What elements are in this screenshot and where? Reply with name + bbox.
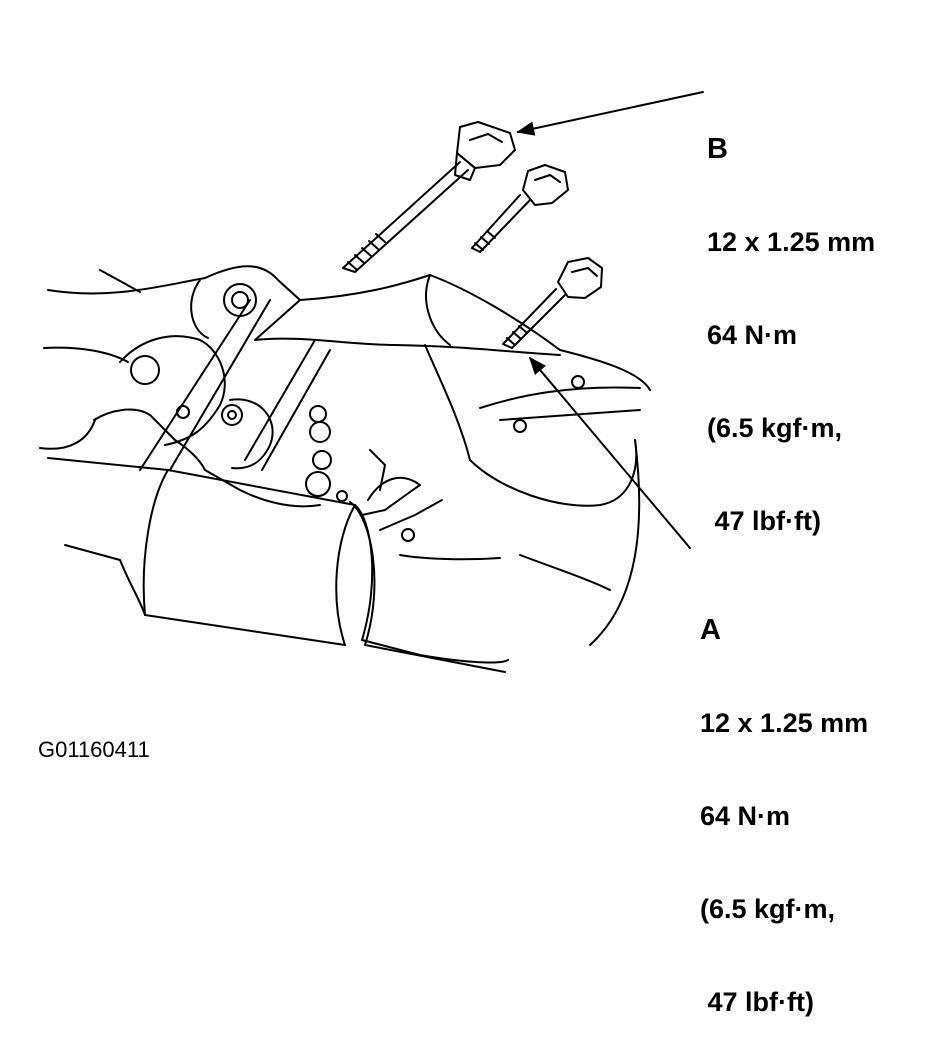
callout-a-size: 12 x 1.25 mm xyxy=(700,708,869,738)
callout-b-torque-lbf: 47 lbf·ft) xyxy=(707,506,822,536)
callout-b: B 12 x 1.25 mm 64 N·m (6.5 kgf·m, 47 lbf… xyxy=(707,72,875,568)
subframe xyxy=(39,265,651,646)
bolt-a xyxy=(502,257,603,349)
leader-arrow-a xyxy=(528,356,691,549)
bolt-middle xyxy=(471,164,569,253)
callout-a-torque-lbf: 47 lbf·ft) xyxy=(700,987,815,1017)
exhaust-mount-illustration xyxy=(39,91,704,673)
callout-a-torque-nm: 64 N·m xyxy=(700,801,791,831)
exhaust-pipe xyxy=(47,449,509,673)
leader-arrow-b xyxy=(516,91,704,136)
bolt-b xyxy=(342,121,516,273)
callout-b-torque-nm: 64 N·m xyxy=(707,320,798,350)
figure-id: G01160411 xyxy=(38,737,150,762)
callout-a-letter: A xyxy=(700,614,721,646)
callout-b-letter: B xyxy=(707,133,728,165)
callout-a: A 12 x 1.25 mm 64 N·m (6.5 kgf·m, 47 lbf… xyxy=(700,553,868,1049)
callout-b-torque-kgf: (6.5 kgf·m, xyxy=(707,413,843,443)
callout-b-size: 12 x 1.25 mm xyxy=(707,227,876,257)
mounting-holes xyxy=(130,283,585,542)
callout-a-torque-kgf: (6.5 kgf·m, xyxy=(700,894,836,924)
